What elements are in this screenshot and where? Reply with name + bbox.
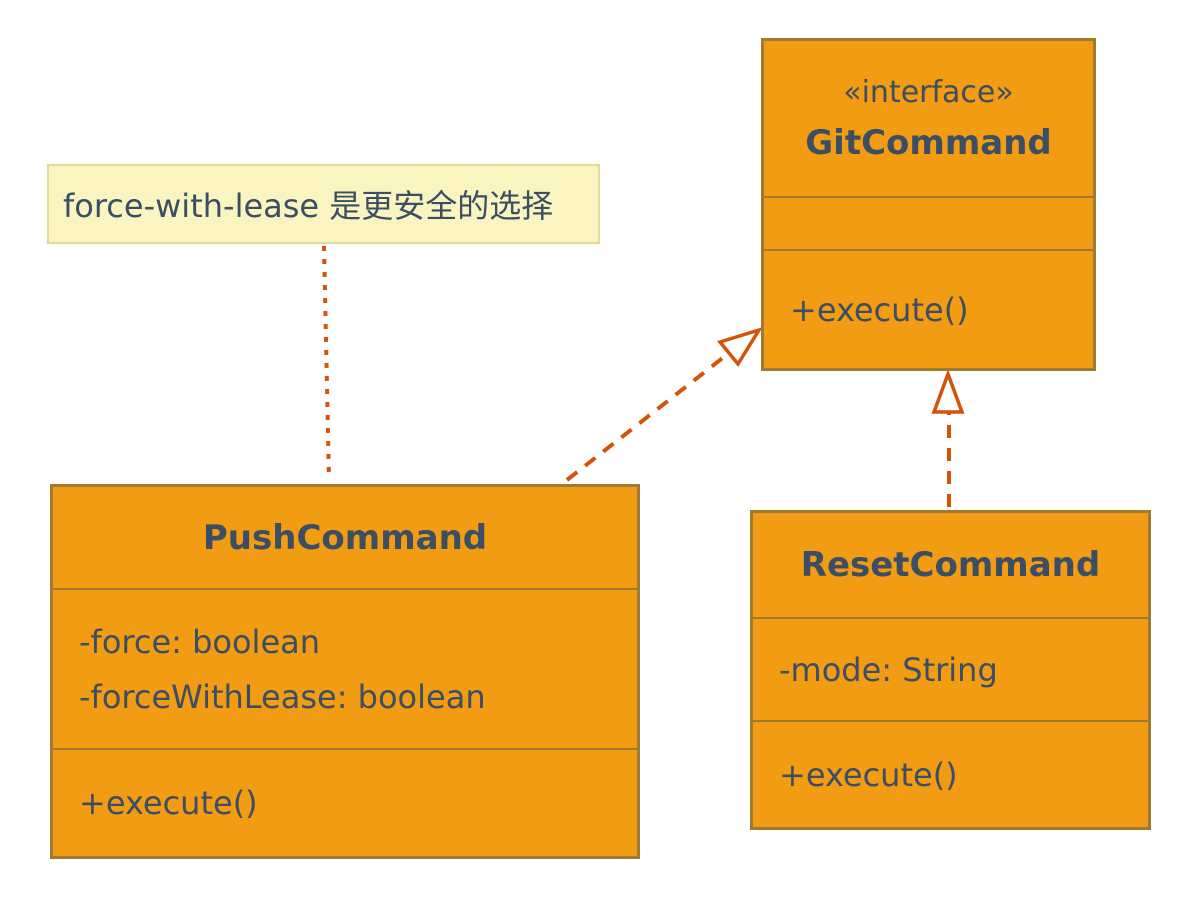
pushcommand-method-execute: +execute()	[79, 784, 258, 822]
push-realization-line	[565, 351, 731, 482]
gitcommand-attributes-compartment	[764, 196, 1093, 249]
resetcommand-method-execute: +execute()	[779, 755, 958, 794]
class-gitcommand: «interface» GitCommand +execute()	[761, 38, 1096, 371]
reset-realization-arrowhead	[931, 368, 965, 414]
gitcommand-name: GitCommand	[805, 122, 1052, 163]
pushcommand-title-compartment: PushCommand	[53, 487, 637, 588]
resetcommand-attributes-compartment: -mode: String	[753, 617, 1148, 720]
pushcommand-name: PushCommand	[202, 517, 488, 558]
resetcommand-methods-compartment: +execute()	[753, 720, 1148, 827]
note-text: force-with-lease 是更安全的选择	[63, 187, 554, 225]
resetcommand-attr-mode: -mode: String	[779, 650, 998, 689]
push-realization-arrowhead	[716, 326, 763, 368]
class-resetcommand: ResetCommand -mode: String +execute()	[750, 510, 1151, 830]
pushcommand-attributes-compartment: -force: boolean -forceWithLease: boolean	[53, 588, 637, 748]
pushcommand-attr-force: -force: boolean	[79, 622, 321, 661]
gitcommand-stereotype: «interface»	[843, 74, 1014, 110]
pushcommand-methods-compartment: +execute()	[53, 748, 637, 856]
gitcommand-method-execute: +execute()	[790, 290, 969, 329]
resetcommand-title-compartment: ResetCommand	[753, 513, 1148, 617]
note-force-with-lease: force-with-lease 是更安全的选择	[47, 164, 600, 244]
note-attachment-line	[322, 245, 331, 481]
gitcommand-title-compartment: «interface» GitCommand	[764, 41, 1093, 196]
pushcommand-attr-force-with-lease: -forceWithLease: boolean	[79, 677, 486, 716]
class-pushcommand: PushCommand -force: boolean -forceWithLe…	[50, 484, 640, 859]
gitcommand-methods-compartment: +execute()	[764, 249, 1093, 368]
resetcommand-name: ResetCommand	[800, 545, 1101, 585]
